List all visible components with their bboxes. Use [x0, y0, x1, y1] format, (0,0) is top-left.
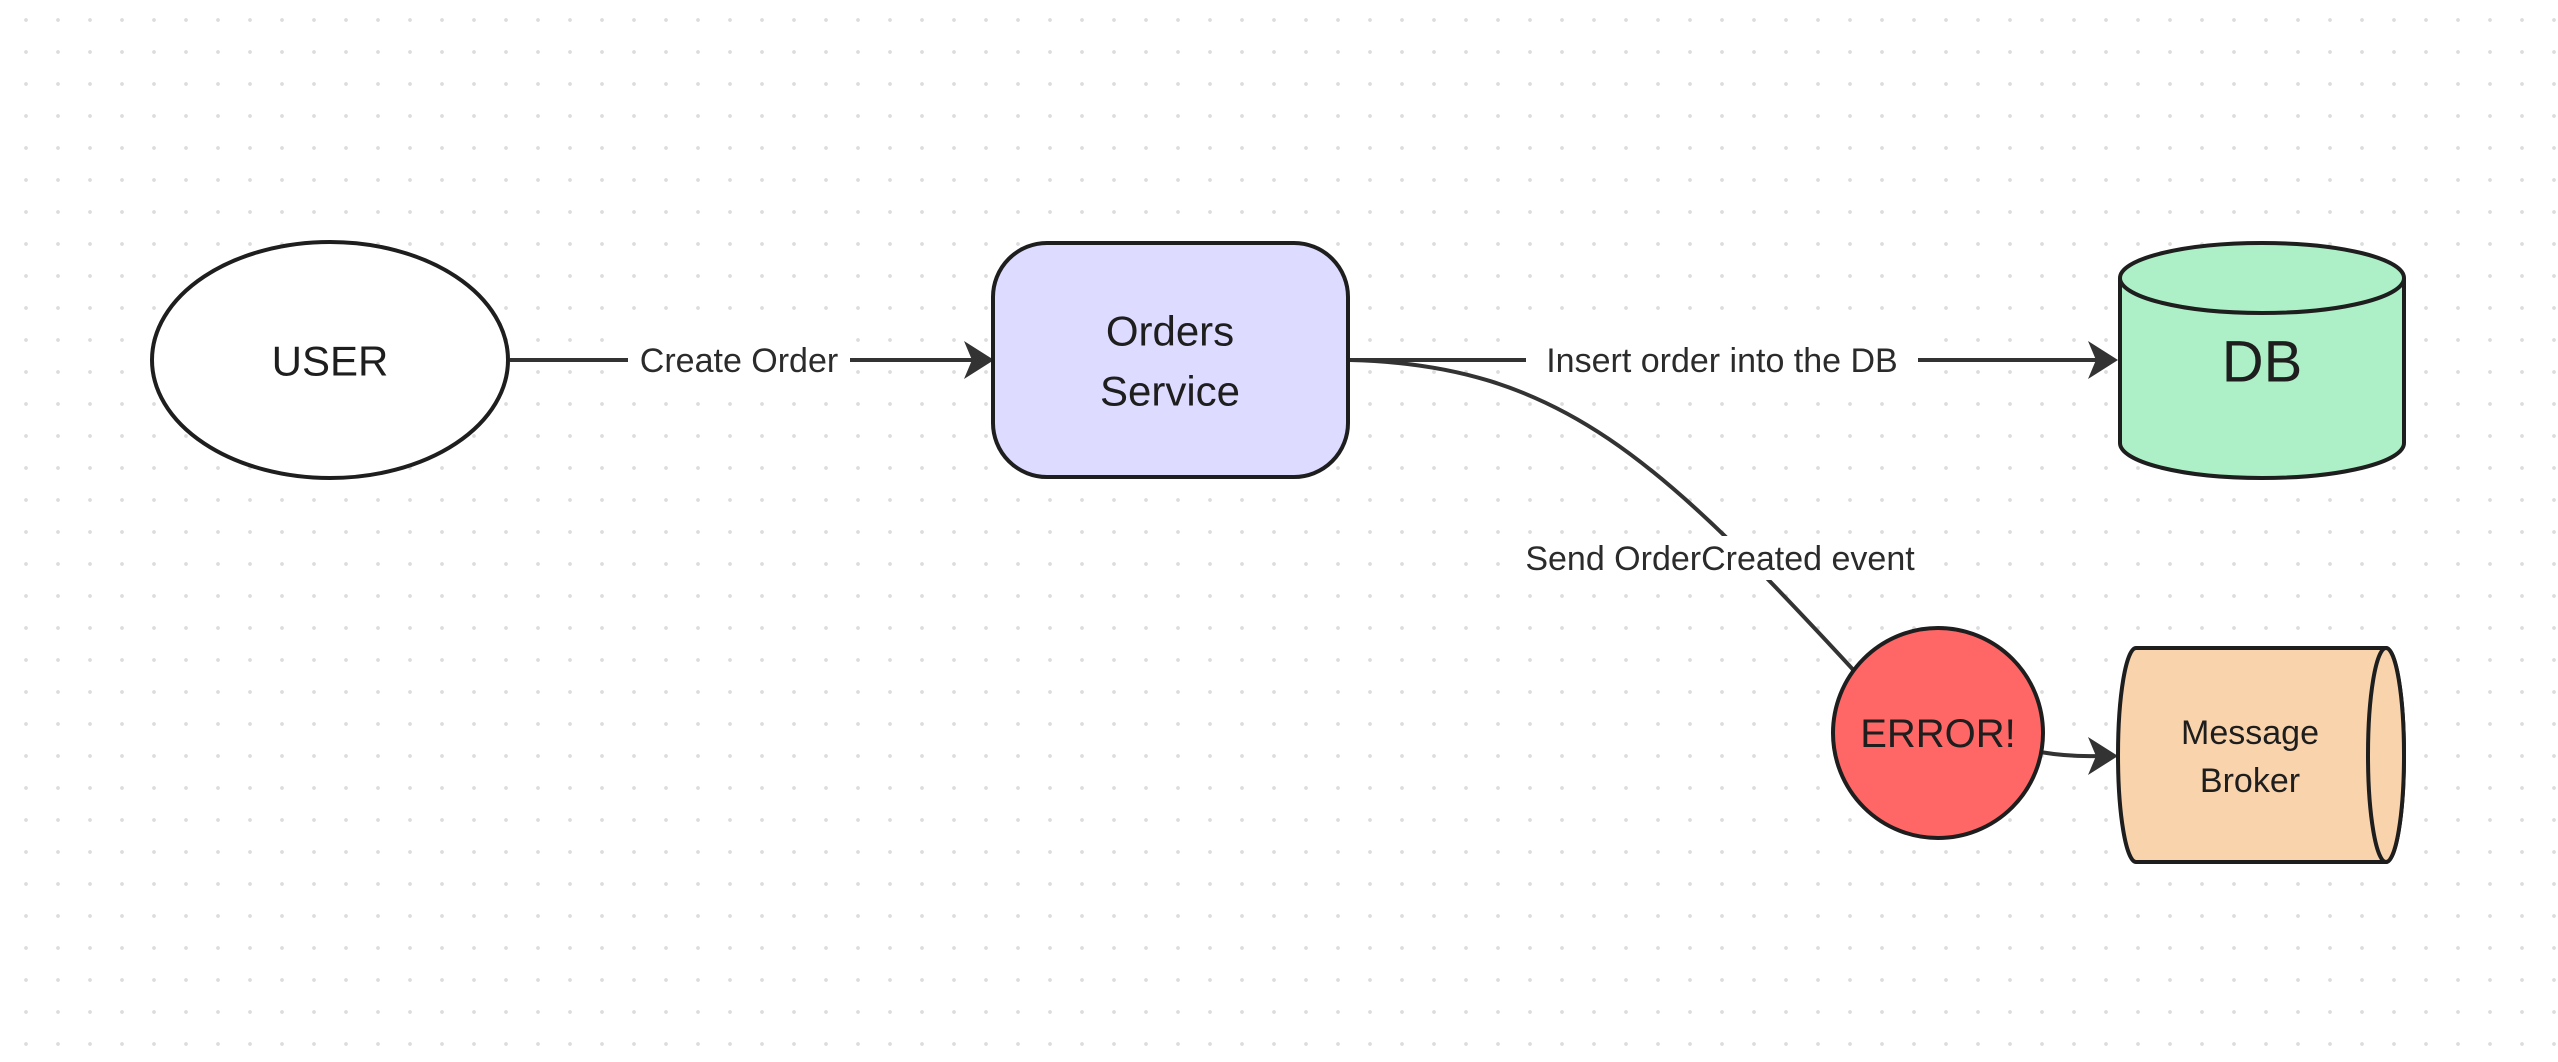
orders-service-label-line-2: Service: [1100, 368, 1240, 415]
message-broker-cylinder-body[interactable]: [2116, 646, 2406, 864]
edge-send-event-arrowhead: [2088, 737, 2118, 775]
edge-send-event[interactable]: Send OrderCreated event: [1349, 358, 2118, 775]
error-label: ERROR!: [1860, 712, 2016, 756]
node-message-broker[interactable]: Message Broker: [2116, 646, 2406, 864]
edge-create-order-label-bg: [628, 338, 850, 382]
db-label: DB: [2222, 330, 2303, 395]
orders-service-box-shape[interactable]: [991, 241, 1350, 479]
message-broker-label-line-1: Message: [2181, 714, 2319, 752]
node-error[interactable]: ERROR!: [1831, 626, 2045, 840]
edge-insert-order-label-bg: [1526, 338, 1918, 382]
user-label: USER: [272, 338, 389, 385]
edge-insert-order[interactable]: Insert order into the DB: [1350, 338, 2118, 382]
edge-send-event-label-bg: [1512, 536, 1926, 580]
db-cylinder-top[interactable]: [2118, 241, 2406, 315]
message-broker-label-line-2: Broker: [2200, 762, 2300, 800]
node-orders-service[interactable]: Orders Service: [991, 241, 1350, 479]
edge-send-event-tail[interactable]: [2039, 750, 2101, 759]
edge-send-event-curve[interactable]: [1349, 358, 1860, 677]
edge-send-event-label: Send OrderCreated event: [1525, 540, 1915, 578]
user-ellipse-shape[interactable]: [150, 240, 510, 480]
edge-create-order-arrowhead: [964, 341, 994, 379]
error-circle-shape[interactable]: [1831, 626, 2045, 840]
db-cylinder-body[interactable]: [2118, 278, 2406, 480]
node-user[interactable]: USER: [150, 240, 510, 480]
orders-service-label-line-1: Orders: [1106, 308, 1234, 355]
edge-create-order[interactable]: Create Order: [510, 338, 994, 382]
message-broker-cylinder-end[interactable]: [2366, 646, 2406, 864]
edge-insert-order-label: Insert order into the DB: [1546, 342, 1898, 380]
edge-create-order-label: Create Order: [640, 342, 838, 380]
edge-insert-order-arrowhead: [2088, 341, 2118, 379]
node-db[interactable]: DB: [2118, 241, 2406, 480]
